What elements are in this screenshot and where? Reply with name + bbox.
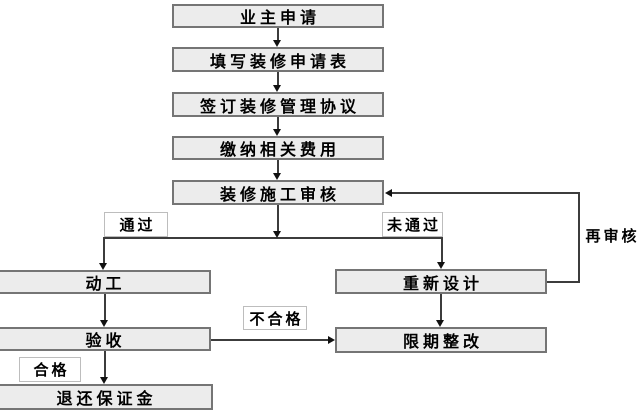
connector-branch-to-redesign: [441, 237, 443, 263]
node-sign-agreement: 签订装修管理协议: [172, 92, 384, 117]
node-refund-deposit: 退还保证金: [0, 384, 213, 410]
connector-owner-to-form: [277, 28, 279, 41]
arrowhead-redesign-to-rectification: [436, 320, 444, 327]
connector-fees-to-review: [277, 160, 279, 174]
arrowhead-owner-to-form: [273, 40, 281, 47]
node-owner-application: 业主申请: [172, 4, 384, 28]
node-acceptance: 验收: [0, 327, 211, 351]
feedback-top-segment: [392, 192, 580, 194]
connector-start-work-to-acceptance: [104, 294, 106, 321]
arrowhead-acceptance-to-refund: [100, 377, 108, 384]
feedback-bottom-segment: [547, 281, 580, 283]
arrowhead-branch-to-redesign: [437, 262, 445, 269]
connector-agreement-to-fees: [277, 117, 279, 130]
feedback-vertical-segment: [578, 192, 580, 282]
connector-acceptance-to-rectification: [211, 339, 329, 341]
node-construction-review: 装修施工审核: [172, 180, 384, 205]
edge-label-pass: 通过: [104, 212, 168, 237]
arrowhead-start-work-to-acceptance: [100, 320, 108, 327]
connector-acceptance-to-refund: [104, 351, 106, 378]
node-rectification: 限期整改: [335, 327, 547, 353]
connector-form-to-agreement: [277, 72, 279, 86]
node-redesign: 重新设计: [335, 269, 547, 294]
arrowhead-feedback-to-review: [385, 188, 392, 197]
node-fill-form: 填写装修申请表: [172, 47, 384, 72]
node-pay-fees: 缴纳相关费用: [172, 136, 384, 160]
connector-branch-to-start-work: [103, 237, 105, 264]
edge-label-unqualified: 不合格: [243, 306, 307, 330]
arrowhead-acceptance-to-rectification: [328, 335, 335, 344]
edge-label-re-review: 再审核: [585, 227, 640, 245]
node-start-work: 动工: [0, 270, 211, 294]
connector-redesign-to-rectification: [440, 294, 442, 321]
arrowhead-agreement-to-fees: [273, 129, 281, 136]
edge-label-fail: 未通过: [382, 212, 443, 237]
edge-label-qualified: 合格: [19, 357, 81, 382]
connector-review-to-branch: [277, 205, 279, 232]
arrowhead-fees-to-review: [273, 173, 281, 180]
arrowhead-branch-to-start-work: [99, 263, 107, 270]
arrowhead-review-to-branch: [273, 231, 281, 238]
arrowhead-form-to-agreement: [273, 85, 281, 92]
